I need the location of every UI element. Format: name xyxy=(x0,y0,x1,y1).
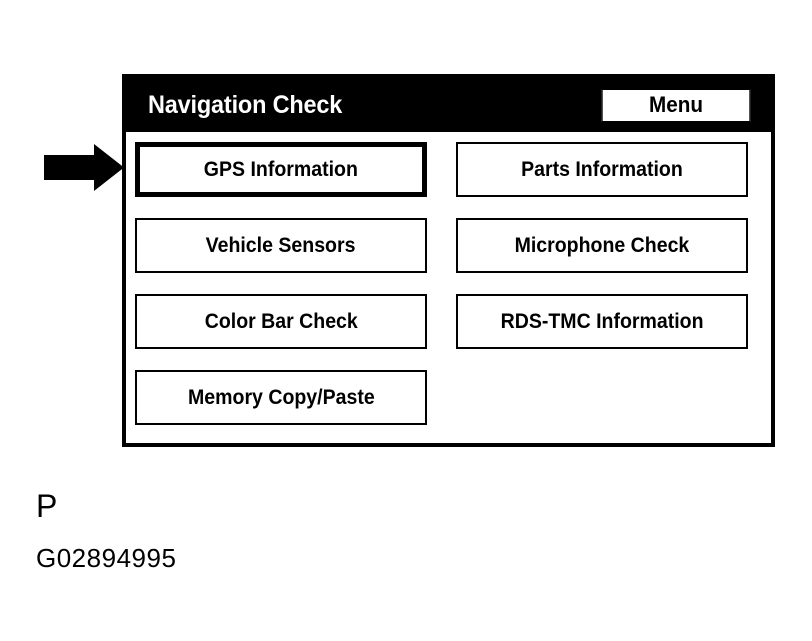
button-row: Color Bar Check RDS-TMC Information xyxy=(135,294,748,349)
menu-button-label: Menu xyxy=(648,92,703,117)
gps-information-label: GPS Information xyxy=(203,157,359,181)
figure-caption: P G02894995 xyxy=(36,487,176,573)
button-row: GPS Information Parts Information xyxy=(135,142,748,197)
parts-information-button[interactable]: Parts Information xyxy=(456,142,748,197)
page-title: Navigation Check xyxy=(148,90,343,119)
menu-button[interactable]: Menu xyxy=(601,88,751,122)
vehicle-sensors-button[interactable]: Vehicle Sensors xyxy=(135,218,427,273)
microphone-check-label: Microphone Check xyxy=(514,233,690,257)
button-row: Vehicle Sensors Microphone Check xyxy=(135,218,748,273)
color-bar-check-label: Color Bar Check xyxy=(204,309,358,333)
color-bar-check-button[interactable]: Color Bar Check xyxy=(135,294,427,349)
caption-letter: P xyxy=(36,488,58,524)
vehicle-sensors-label: Vehicle Sensors xyxy=(206,233,356,257)
menu-button-grid: GPS Information Parts Information Vehicl… xyxy=(126,132,771,425)
microphone-check-button[interactable]: Microphone Check xyxy=(456,218,748,273)
figure-code: G02894995 xyxy=(36,543,177,573)
parts-information-label: Parts Information xyxy=(521,157,683,181)
right-arrow-icon xyxy=(44,144,124,191)
memory-copy-paste-label: Memory Copy/Paste xyxy=(187,385,375,409)
memory-copy-paste-button[interactable]: Memory Copy/Paste xyxy=(135,370,428,425)
button-row: Memory Copy/Paste xyxy=(135,370,748,425)
screen-header: Navigation Check Menu xyxy=(126,78,771,132)
empty-slot xyxy=(456,370,748,425)
rds-tmc-information-label: RDS-TMC Information xyxy=(500,309,704,333)
gps-information-button[interactable]: GPS Information xyxy=(135,142,428,197)
rds-tmc-information-button[interactable]: RDS-TMC Information xyxy=(456,294,748,349)
navigation-check-screen: Navigation Check Menu GPS Information Pa… xyxy=(122,74,775,447)
